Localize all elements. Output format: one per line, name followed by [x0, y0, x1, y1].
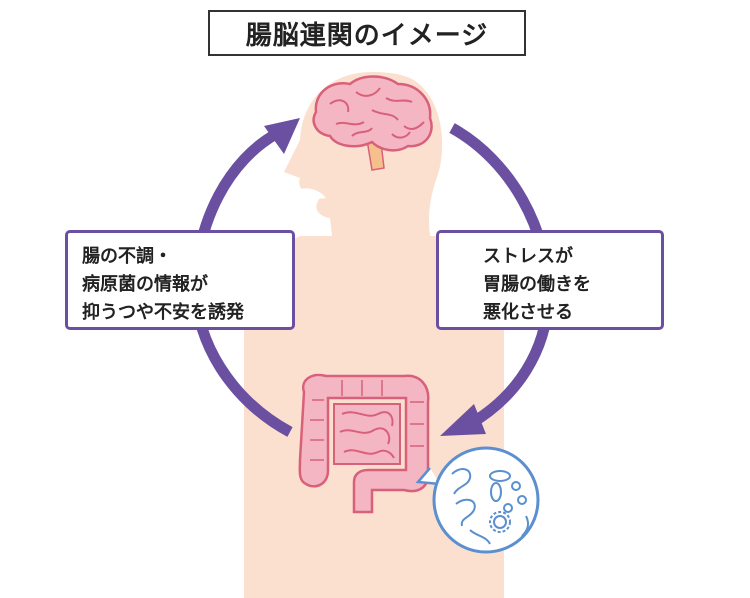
small-intestine-coils: [339, 411, 395, 459]
right-label-line-2: 胃腸の働きを: [483, 274, 591, 295]
right-label-line-1: ストレスが: [483, 246, 573, 267]
large-intestine: [298, 373, 430, 514]
left-label-line-3: 抑うつや不安を誘発: [82, 302, 244, 323]
brain-folds: [329, 87, 425, 139]
arrowhead-brain: [264, 118, 300, 154]
mouth: [296, 188, 326, 199]
gut-to-brain-label-box: 腸の不調・ 病原菌の情報が 抑うつや不安を誘発: [65, 230, 295, 330]
brain-to-gut-label-box: ストレスが 胃腸の働きを 悪化させる: [436, 230, 664, 330]
bacteria-shapes: [451, 468, 530, 545]
bubble-tail: [415, 467, 441, 486]
arrowhead-gut: [440, 404, 486, 436]
gut-bacteria-icon: [415, 446, 540, 554]
title-text: 腸脳連関のイメージ: [245, 20, 489, 51]
left-label-line-1: 腸の不調・: [82, 246, 172, 267]
left-label-line-2: 病原菌の情報が: [82, 274, 208, 295]
colon-haustra: [310, 380, 424, 461]
right-label-line-3: 悪化させる: [483, 302, 573, 323]
bacteria-bubble: [432, 446, 540, 554]
brain-shape: [312, 75, 433, 152]
diagram-title: 腸脳連関のイメージ: [208, 10, 526, 56]
small-intestine: [333, 403, 401, 465]
intestine-icon: [298, 373, 430, 514]
brain-icon: [312, 75, 433, 171]
